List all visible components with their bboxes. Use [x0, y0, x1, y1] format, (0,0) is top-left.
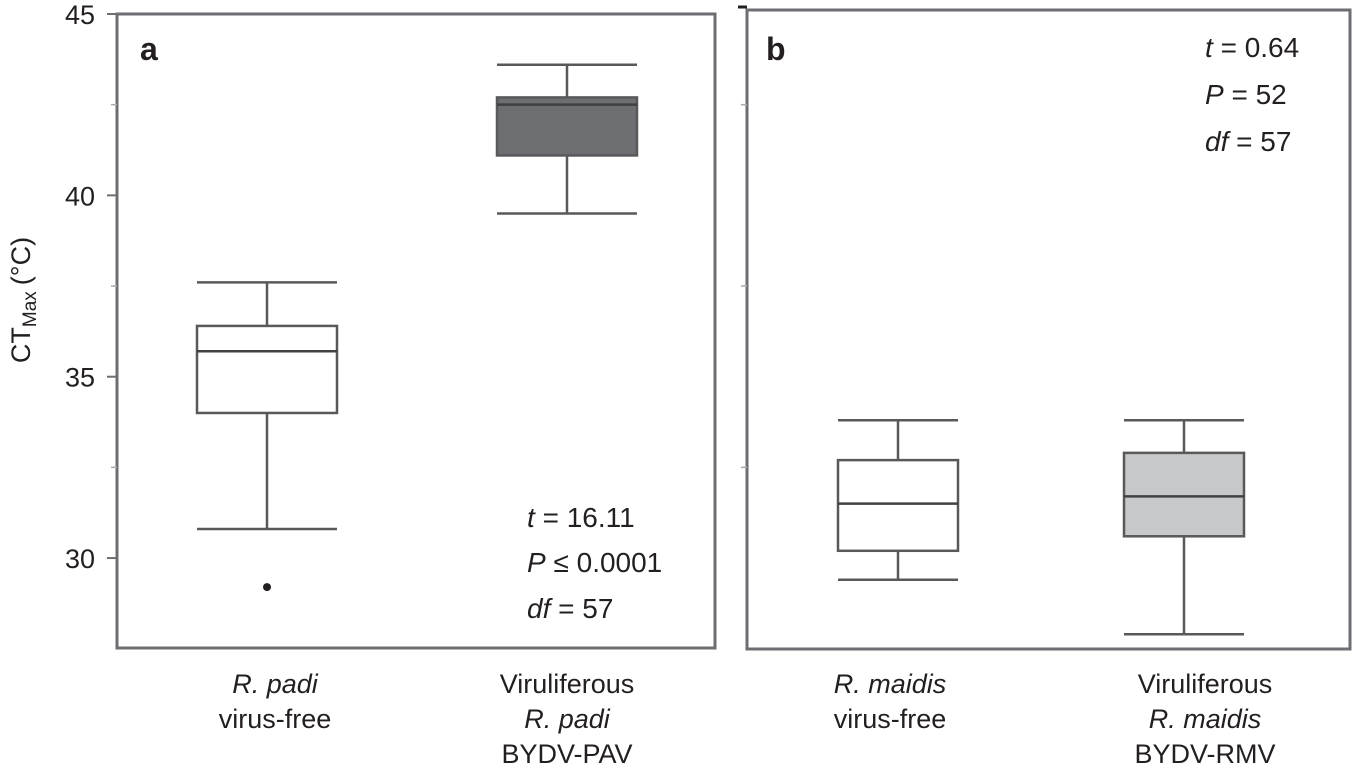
svg-text:t = 16.11: t = 16.11 — [527, 502, 635, 533]
panel-b-frame — [745, 8, 1352, 651]
x-category-label: BYDV-PAV — [501, 739, 632, 769]
outlier-point — [263, 583, 271, 592]
box-plot — [495, 63, 639, 215]
x-category-label: R. maidis — [1149, 704, 1262, 734]
x-category-labels-a: R. padi virus-free Viruliferous R. padiBYDV… — [219, 669, 635, 769]
panel-a-frame — [115, 12, 717, 650]
x-category-label: virus-free — [834, 704, 947, 734]
box-plot — [836, 418, 960, 582]
x-category-label: R. maidis — [834, 669, 947, 699]
panel-b: b t = 0.64 P = 52 df = 57 R. maidis virus… — [738, 5, 1352, 769]
y-tick-label: 35 — [65, 363, 95, 393]
iqr-box — [495, 96, 639, 157]
stats-a: t = 16.11 P ≤ 0.0001 df = 57 — [527, 502, 662, 624]
box-plot — [195, 281, 339, 592]
svg-text:df = 57: df = 57 — [527, 593, 613, 624]
y-tick-label: 45 — [65, 0, 95, 30]
panel-b-letter: b — [766, 31, 786, 67]
x-category-label: Viruliferous — [500, 669, 635, 699]
iqr-box — [1122, 451, 1246, 538]
iqr-box — [836, 458, 960, 553]
y-axis-ticks: 30 35 40 45 — [65, 0, 117, 574]
x-category-label: virus-free — [219, 704, 332, 734]
panel-a-letter: a — [140, 31, 158, 67]
x-category-label: R. padi — [232, 669, 319, 699]
y-axis-minor-ticks — [741, 103, 747, 469]
svg-text:P ≤ 0.0001: P ≤ 0.0001 — [527, 547, 662, 578]
x-category-label: R. padi — [524, 704, 611, 734]
svg-text:t = 0.64: t = 0.64 — [1205, 32, 1299, 63]
x-category-label: Viruliferous — [1138, 669, 1273, 699]
iqr-box — [195, 324, 339, 415]
svg-text:P = 52: P = 52 — [1205, 79, 1287, 110]
x-category-labels-b: R. maidis virus-free Viruliferous R. maidis… — [834, 669, 1276, 769]
y-axis-label: CTMax(°C) — [6, 237, 41, 363]
x-category-label: BYDV-RMV — [1134, 739, 1275, 769]
y-tick-label: 40 — [65, 181, 95, 211]
box-plots-a — [195, 63, 639, 592]
box-plots-b — [836, 418, 1246, 636]
y-tick-label: 30 — [65, 544, 95, 574]
stats-b: t = 0.64 P = 52 df = 57 — [1205, 32, 1299, 157]
svg-text:df = 57: df = 57 — [1205, 126, 1291, 157]
box-plot — [1122, 418, 1246, 636]
